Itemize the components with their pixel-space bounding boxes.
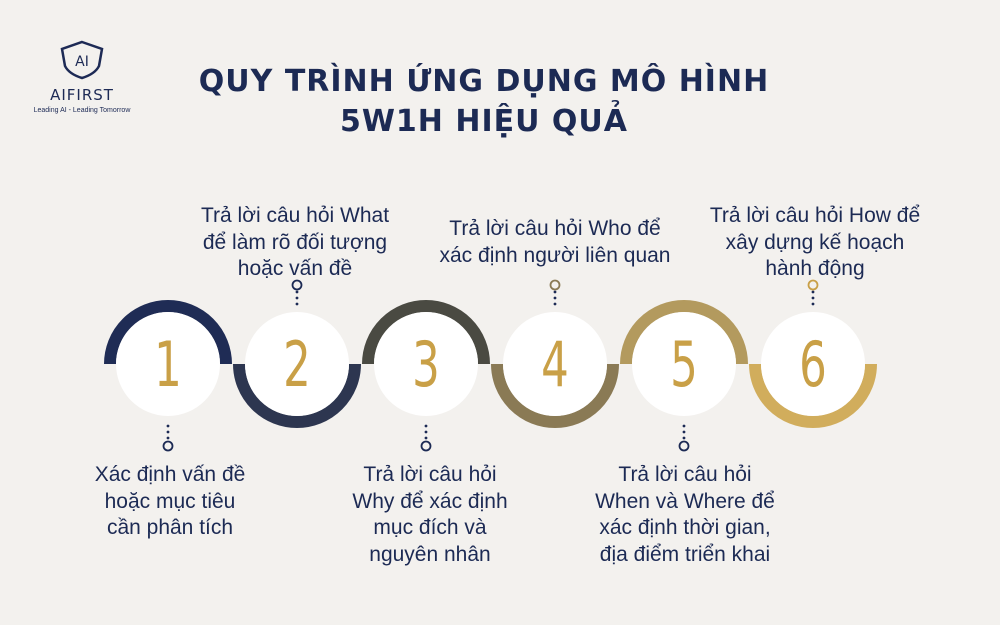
step-4-description: Trả lời câu hỏi Who để xác định người liê… (420, 216, 690, 269)
step-4-connector (549, 279, 561, 306)
step-1-description-line: Xác định vấn đề (94, 463, 246, 486)
step-2-description-line: để làm rõ đối tượng (202, 230, 388, 254)
step-5-connector (678, 424, 690, 452)
step-4-ring (491, 363, 619, 428)
logo-tagline: Leading AI - Leading Tomorrow (33, 107, 131, 114)
step-2-description-line: hoặc vấn đề (237, 257, 353, 280)
title-line-2: 5W1H HIỆU QUẢ (339, 104, 629, 139)
step-5-description-line: địa điểm triển khai (599, 542, 771, 566)
title-line-1: QUY TRÌNH ỨNG DỤNG MÔ HÌNH (198, 64, 770, 99)
step-1-number: 1 (154, 329, 182, 401)
step-5-description-line: Trả lời câu hỏi (618, 463, 752, 486)
step-1-description-line: cần phân tích (106, 516, 234, 539)
step-6-number: 6 (799, 329, 827, 401)
step-1-ring (104, 300, 232, 365)
step-5-ring (620, 300, 748, 365)
page-title: QUY TRÌNH ỨNG DỤNG MÔ HÌNH 5W1H HIỆU QUẢ (0, 62, 968, 142)
shield-logo-icon: AI (60, 40, 104, 80)
step-5-number: 5 (670, 329, 698, 401)
step-6-description: Trả lời câu hỏi How để xây dựng kế hoạch h… (690, 203, 940, 283)
step-5-description-line: xác định thời gian, (599, 516, 771, 539)
step-4-description-line: xác định người liên quan (439, 243, 671, 267)
logo-name: AIFIRST (50, 86, 114, 104)
step-6-ring (749, 363, 877, 428)
step-6-circle (761, 312, 865, 416)
step-2-number: 2 (283, 329, 311, 401)
step-1-connector (162, 424, 174, 452)
step-2-connector (291, 279, 303, 306)
step-2-description-line: Trả lời câu hỏi What (200, 204, 390, 227)
step-1-description: Xác định vấn đề hoặc mục tiêu cần phân tíc… (80, 462, 260, 542)
step-4-description-line: Trả lời câu hỏi Who để (449, 217, 661, 240)
step-6-description-line: Trả lời câu hỏi How để (709, 204, 921, 227)
step-4-number: 4 (541, 329, 569, 401)
step-2-description: Trả lời câu hỏi What để làm rõ đối tượng h… (180, 203, 410, 283)
step-3-description-line: Why để xác định (352, 489, 508, 513)
step-4-circle (503, 312, 607, 416)
step-3-circle (374, 312, 478, 416)
step-6-description-line: xây dựng kế hoạch (725, 230, 905, 254)
step-6-description-line: hành động (765, 257, 865, 280)
step-5-circle (632, 312, 736, 416)
step-3-number: 3 (412, 329, 440, 401)
step-6-connector (807, 279, 819, 306)
step-1-circle (116, 312, 220, 416)
step-2-ring (233, 363, 361, 428)
step-5-description-line: When và Where để (595, 489, 775, 513)
logo: AI AIFIRST Leading AI - Leading Tomorrow (32, 40, 132, 114)
step-3-ring (362, 300, 490, 365)
logo-mark: AI (75, 54, 89, 70)
step-2-circle (245, 312, 349, 416)
step-3-connector (420, 424, 432, 452)
step-3-description-line: Trả lời câu hỏi (363, 463, 497, 486)
step-3-description-line: mục đích và (373, 516, 487, 539)
step-1-description-line: hoặc mục tiêu (104, 489, 236, 513)
step-3-description-line: nguyên nhân (369, 542, 491, 566)
